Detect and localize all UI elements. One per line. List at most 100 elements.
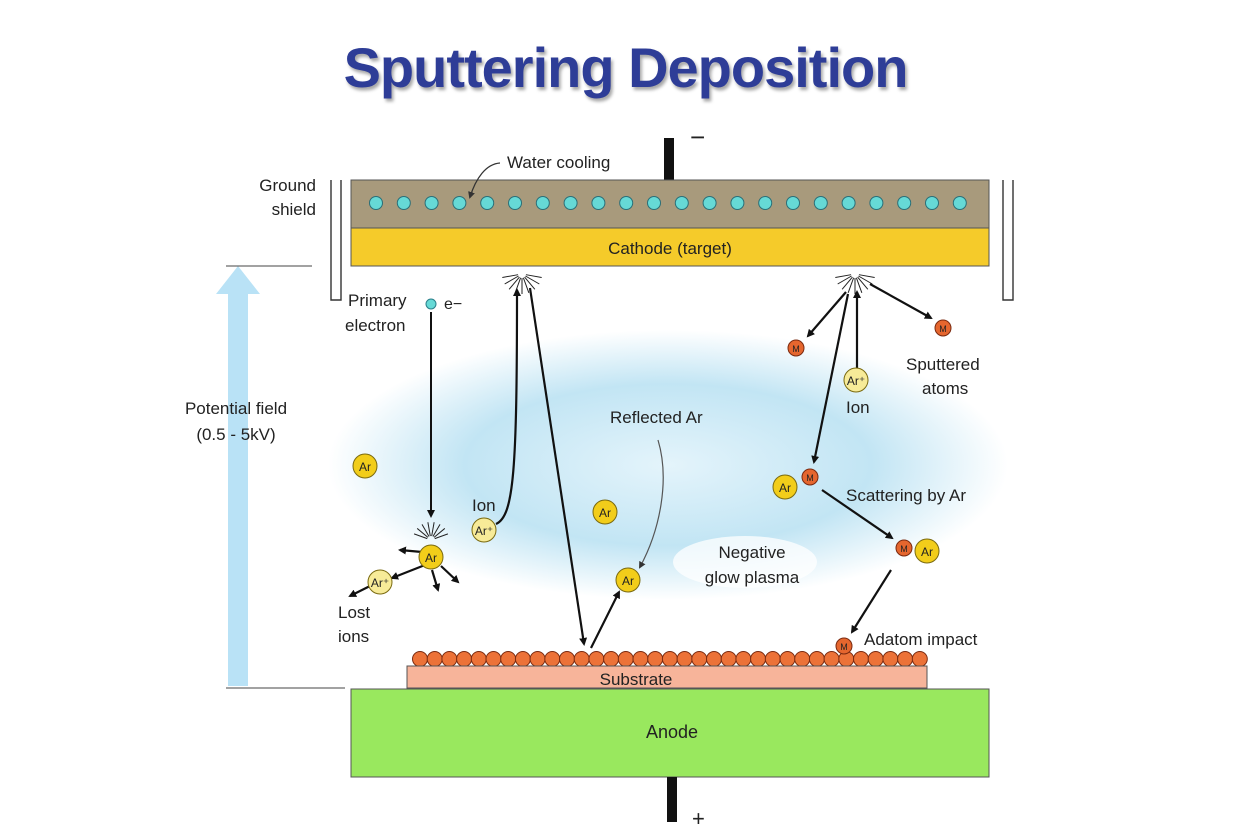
ar-atom: Ar: [352, 453, 378, 479]
burst-ray: [858, 275, 873, 285]
deposited-atom: [691, 651, 708, 667]
cathode-target: [350, 227, 990, 267]
svg-text:M: M: [900, 544, 908, 554]
deposited-atom: [676, 651, 693, 667]
deposited-atom: [426, 651, 443, 667]
burst-ray: [525, 274, 542, 278]
sputtered-atoms-label: Sputtered: [906, 355, 980, 374]
deposited-atom: [588, 651, 605, 667]
deposited-atom: [500, 651, 517, 667]
ionization-burst: [413, 522, 449, 540]
burst-ray: [416, 528, 429, 538]
adatom-path: [850, 569, 892, 634]
impact-burst-left: [502, 274, 542, 294]
deposited-atom: [823, 651, 840, 667]
deposited-atom: [456, 651, 473, 667]
cooling-channel: [730, 196, 745, 210]
cooling-channel: [813, 196, 828, 210]
deposited-atom: [514, 651, 531, 667]
scattering-label: Scattering by Ar: [846, 486, 966, 505]
sputtered-atom-path-left: [806, 291, 847, 338]
cooling-channel: [758, 196, 773, 210]
svg-text:Ar: Ar: [425, 551, 437, 565]
deposited-atom: [794, 651, 811, 667]
anode-label: Anode: [646, 722, 698, 742]
svg-text:Ar: Ar: [622, 574, 634, 588]
cooling-channel: [424, 196, 439, 210]
cooling-channel: [563, 196, 578, 210]
svg-text:Ar⁺: Ar⁺: [847, 374, 865, 388]
deposited-film: [412, 651, 928, 667]
water-cooling-pointer: [468, 162, 501, 199]
deposited-atom: [485, 651, 502, 667]
burst-ray: [837, 275, 852, 285]
water-cooling-channels: [369, 196, 967, 210]
deposited-atom: [661, 651, 678, 667]
metal-atom-scattered: M: [895, 539, 913, 557]
deposited-atom: [779, 651, 796, 667]
cooling-channel: [952, 196, 967, 210]
ar-ion-lost: Ar⁺: [367, 569, 393, 595]
cathode-minus-sign: −: [690, 122, 705, 152]
sputtered-atom-path-right: [869, 283, 933, 319]
cooling-channel: [925, 196, 939, 210]
anode-plus-sign: +: [692, 806, 705, 831]
burst-ray: [855, 277, 863, 293]
burst-ray: [433, 528, 446, 538]
cooling-channel: [897, 196, 912, 210]
burst-ray: [835, 274, 852, 278]
cooling-channel: [369, 196, 383, 210]
svg-text:Ar⁺: Ar⁺: [475, 524, 493, 538]
svg-text:M: M: [806, 473, 814, 483]
burst-ray: [427, 522, 431, 537]
cooling-channel: [535, 196, 550, 210]
burst-ray: [524, 276, 536, 290]
ionization-scatter-arrows: [348, 546, 460, 597]
burst-ray: [847, 277, 855, 293]
deposited-atom: [470, 651, 487, 667]
ar-ion-right: Ar⁺: [843, 367, 869, 393]
burst-ray: [421, 524, 430, 537]
burst-ray: [502, 274, 519, 278]
page-title: Sputtering Deposition: [343, 36, 909, 99]
ar-atom-ionizing: Ar: [418, 544, 444, 570]
deposited-atom: [647, 651, 664, 667]
burst-ray: [504, 275, 519, 285]
deposited-atom: [911, 651, 928, 667]
cooling-channel: [841, 196, 856, 210]
svg-text:Ar: Ar: [599, 506, 611, 520]
water-cooling-block: [350, 179, 990, 229]
cathode-label: Cathode (target): [608, 239, 732, 258]
svg-text:Ar⁺: Ar⁺: [371, 576, 389, 590]
metal-atom-sputtered-right: M: [934, 319, 952, 337]
deposited-atom: [853, 651, 869, 667]
burst-ray: [432, 524, 441, 537]
metal-atom-sputtered-left: M: [787, 339, 805, 357]
primary-electron: [425, 298, 437, 310]
sputtered-atom-path-down: [811, 293, 850, 464]
cooling-channel: [591, 196, 606, 210]
lost-ions-label-2: ions: [338, 627, 369, 646]
svg-text:M: M: [840, 642, 848, 652]
cooling-channel: [452, 196, 467, 210]
metal-atom-scattering: M: [801, 468, 819, 486]
cooling-channel: [647, 196, 661, 210]
cooling-channel: [396, 196, 411, 210]
potential-field-range: (0.5 - 5kV): [196, 425, 275, 444]
water-cooling-label: Water cooling: [507, 153, 610, 172]
svg-text:Ar: Ar: [779, 481, 791, 495]
deposited-atom: [617, 651, 634, 667]
deposited-atom: [441, 651, 458, 667]
deposited-atom: [720, 651, 737, 667]
deposited-atom: [867, 651, 884, 667]
burst-ray: [857, 276, 869, 290]
adatom: M: [835, 637, 853, 655]
deposited-atom: [559, 651, 575, 667]
negative-glow-plasma: [328, 330, 1008, 600]
cooling-channel: [480, 196, 495, 210]
deposited-atom: [632, 651, 649, 667]
electron-symbol: e−: [444, 296, 462, 313]
burst-ray: [434, 533, 449, 540]
negative-glow-label: Negative: [718, 543, 785, 562]
burst-ray: [413, 533, 428, 540]
